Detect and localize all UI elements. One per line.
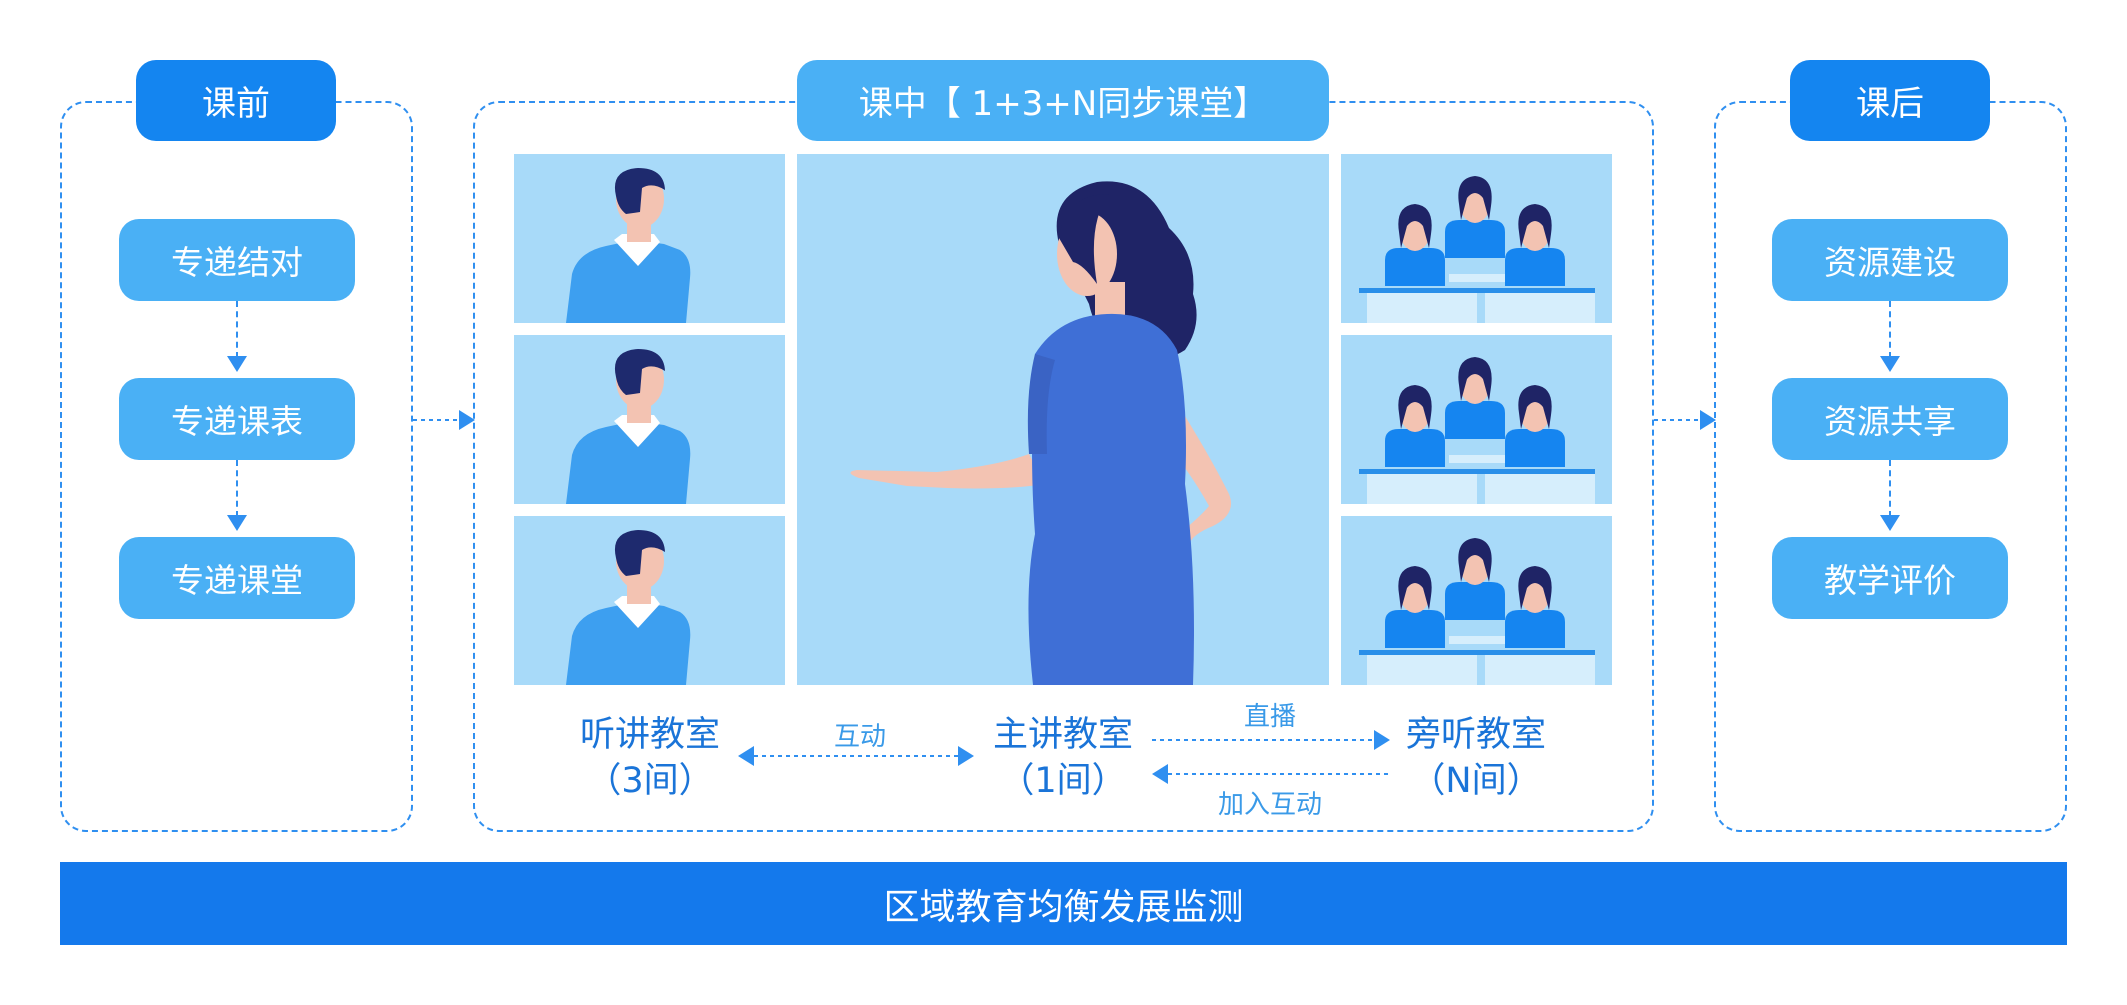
class-illustration <box>1359 357 1595 504</box>
step-classroom: 专递课堂 <box>119 537 355 619</box>
student-illustration <box>566 530 691 685</box>
listen-room-tile <box>514 335 785 504</box>
arrow-right-icon <box>413 410 475 430</box>
audit-room-tile <box>1341 516 1612 685</box>
arrow-down-icon <box>1880 515 1900 531</box>
after-class-title: 课后 <box>1790 60 1990 141</box>
join-interaction-label: 加入互动 <box>1217 790 1322 820</box>
arrow-right-icon <box>1152 730 1390 750</box>
step-teaching-evaluation: 教学评价 <box>1772 537 2008 619</box>
connector-line <box>236 460 238 517</box>
main-room-count: （1间） <box>999 761 1127 801</box>
bidirectional-arrow-icon <box>738 746 974 766</box>
arrow-right-icon <box>1654 410 1716 430</box>
class-illustration <box>1359 538 1595 685</box>
listen-room-tile <box>514 516 785 685</box>
main-room-label: 主讲教室 （1间） <box>953 712 1173 804</box>
arrow-left-icon <box>1152 764 1390 784</box>
listen-room-label: 听讲教室 （3间） <box>540 712 760 804</box>
class-illustration <box>1359 176 1595 323</box>
listen-room-name: 听讲教室 <box>579 715 720 755</box>
step-resource-sharing: 资源共享 <box>1772 378 2008 460</box>
listen-room-count: （3间） <box>586 761 714 801</box>
arrow-down-icon <box>227 356 247 372</box>
audit-room-count: （N间） <box>1410 761 1542 801</box>
step-schedule: 专递课表 <box>119 378 355 460</box>
main-room-tile <box>797 154 1329 685</box>
before-class-title: 课前 <box>136 60 336 141</box>
main-room-name: 主讲教室 <box>992 715 1133 755</box>
connector-line <box>1889 460 1891 517</box>
arrow-down-icon <box>227 515 247 531</box>
student-illustration <box>566 168 691 323</box>
footer-label: 区域教育均衡发展监测 <box>883 886 1244 928</box>
arrow-down-icon <box>1880 356 1900 372</box>
live-label: 直播 <box>1243 702 1296 732</box>
listen-room-tile <box>514 154 785 323</box>
audit-room-tile <box>1341 154 1612 323</box>
student-illustration <box>566 349 691 504</box>
teacher-illustration <box>850 181 1231 685</box>
footer-bar: 区域教育均衡发展监测 <box>60 862 2067 945</box>
step-resource-building: 资源建设 <box>1772 219 2008 301</box>
audit-room-label: 旁听教室 （N间） <box>1366 712 1586 804</box>
audit-room-name: 旁听教室 <box>1405 715 1546 755</box>
in-class-title: 课中【 1+3+N同步课堂】 <box>797 60 1329 141</box>
connector-line <box>1889 301 1891 358</box>
step-pairing: 专递结对 <box>119 219 355 301</box>
audit-room-tile <box>1341 335 1612 504</box>
interaction-label: 互动 <box>833 722 886 752</box>
connector-line <box>236 301 238 358</box>
